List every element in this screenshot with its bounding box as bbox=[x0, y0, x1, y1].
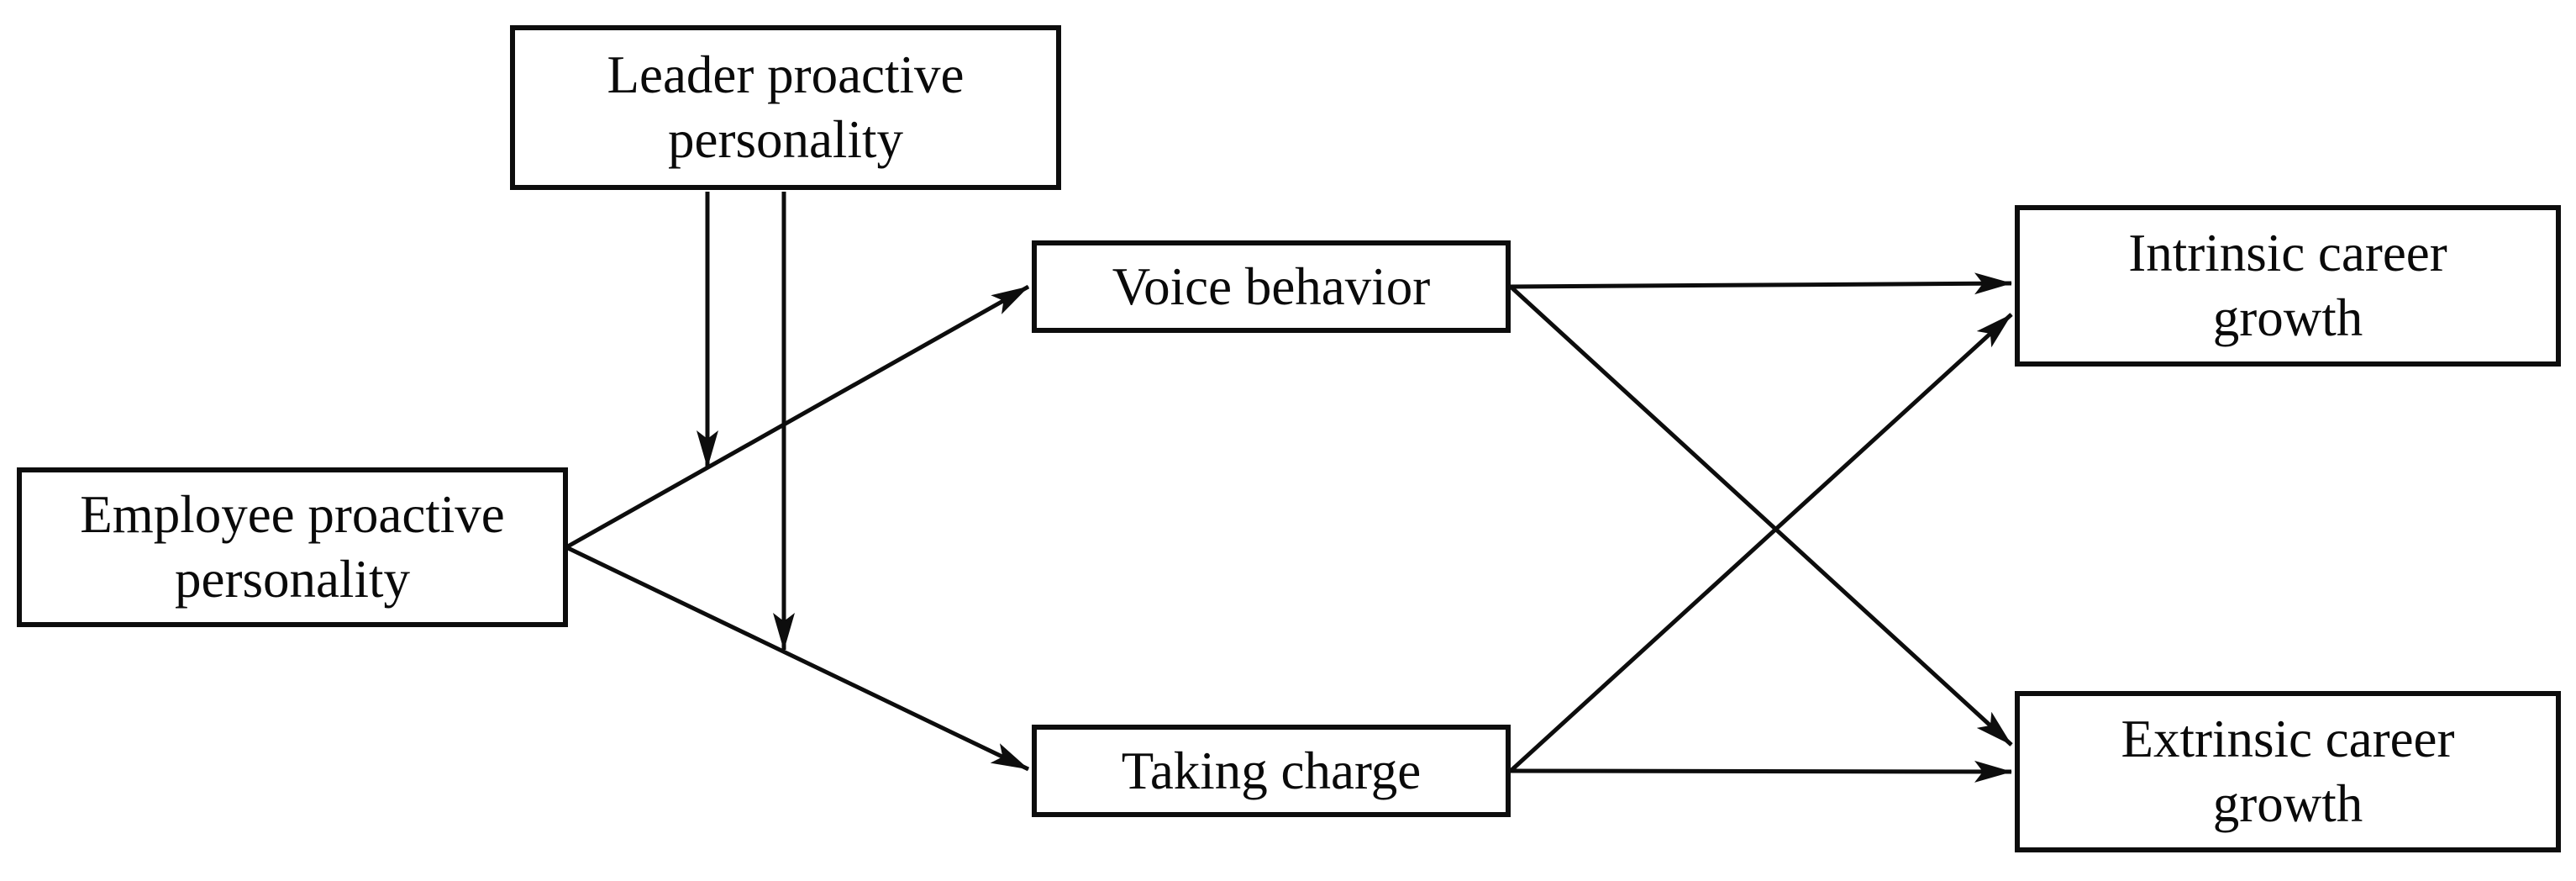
edge-employee-to-taking-charge bbox=[565, 545, 1030, 772]
node-extrinsic-career-growth: Extrinsic career growth bbox=[2015, 691, 2561, 852]
node-employee-proactive-personality: Employee proactive personality bbox=[17, 467, 568, 627]
edge-employee-to-voice bbox=[565, 284, 1030, 550]
edge-voice-to-intrinsic bbox=[1510, 272, 2012, 295]
node-voice-behavior: Voice behavior bbox=[1032, 240, 1511, 333]
edge-taking-charge-to-intrinsic bbox=[1509, 313, 2013, 773]
edge-taking-charge-to-extrinsic bbox=[1510, 760, 2012, 783]
node-taking-charge: Taking charge bbox=[1032, 725, 1511, 817]
node-leader-proactive-personality: Leader proactive personality bbox=[510, 25, 1061, 190]
node-intrinsic-career-growth: Intrinsic career growth bbox=[2015, 205, 2561, 367]
edge-voice-to-extrinsic bbox=[1509, 285, 2013, 746]
